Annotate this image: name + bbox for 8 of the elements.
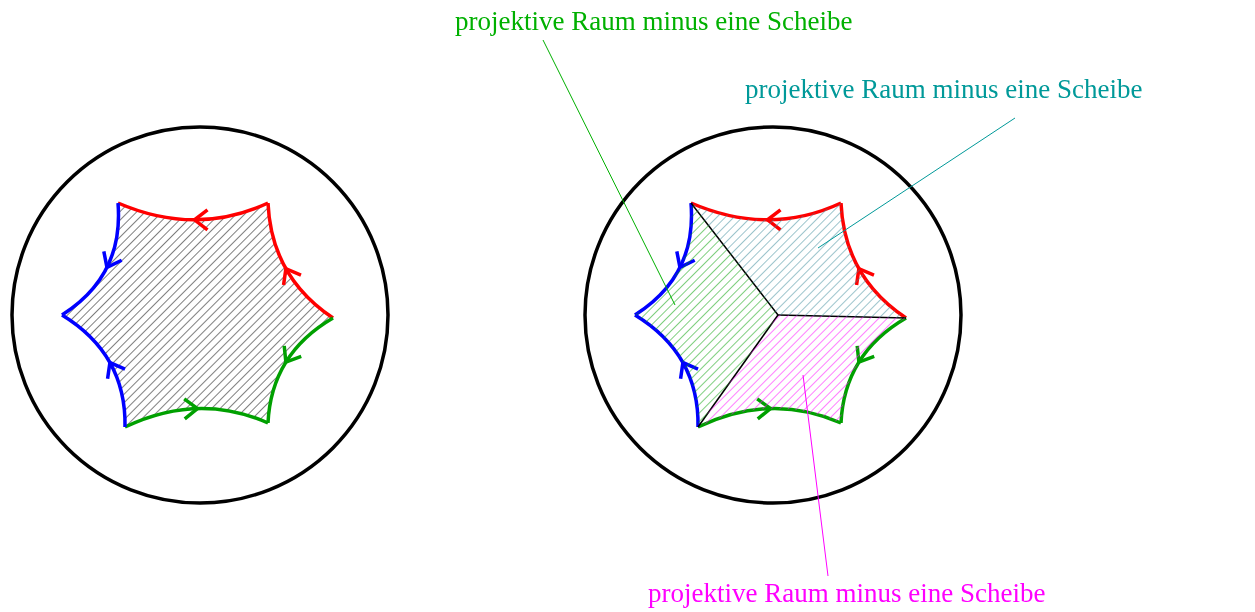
region-label: projektive Raum minus eine Scheibe <box>745 74 1143 104</box>
leader-line <box>817 117 1016 249</box>
hatched-region <box>635 203 778 427</box>
region-label: projektive Raum minus eine Scheibe <box>455 6 853 36</box>
region-label: projektive Raum minus eine Scheibe <box>648 578 1046 608</box>
hatched-region <box>691 203 906 318</box>
leader-line <box>542 39 676 306</box>
leader-line <box>802 374 829 577</box>
